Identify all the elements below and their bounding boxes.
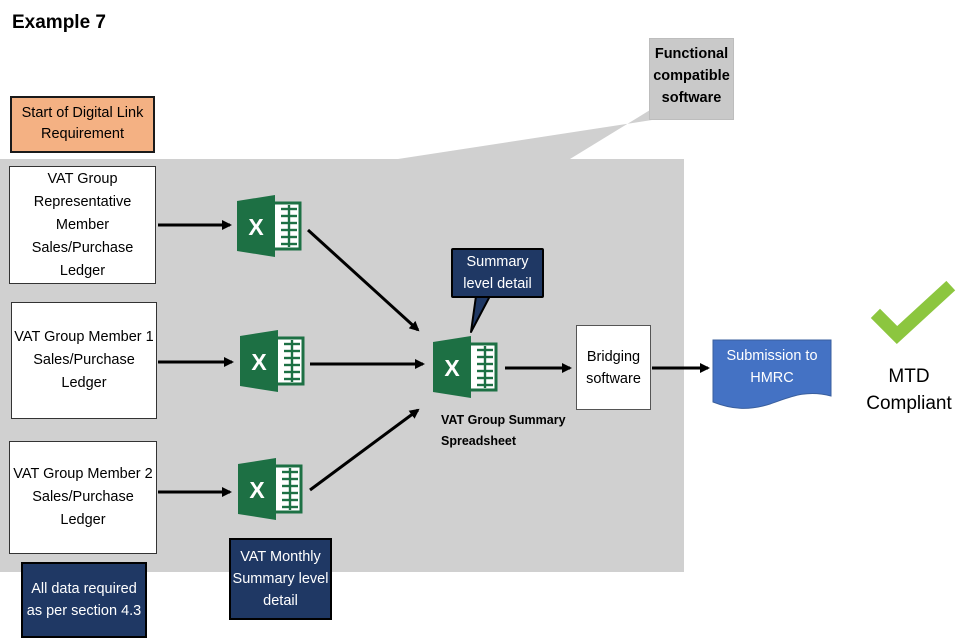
submission-line: HMRC <box>750 370 794 386</box>
ledger-line: Ledger <box>61 375 107 391</box>
callout-pointer <box>398 110 652 159</box>
submission-line: Submission to <box>726 348 818 364</box>
callout-line: Functional <box>654 46 729 62</box>
summary-callout-line: level detail <box>463 276 532 292</box>
vat-monthly-line: Summary level <box>232 571 329 587</box>
excel-icon <box>238 328 305 394</box>
vat-monthly-line: VAT Monthly <box>240 549 321 565</box>
functional-software-callout: Functional compatible software <box>649 38 734 120</box>
start-line: Requirement <box>40 126 124 142</box>
callout-line: compatible <box>653 68 730 84</box>
summary-callout-line: Summary <box>466 254 529 270</box>
ledger-line: VAT Group Member 1 <box>14 329 154 345</box>
summary-level-callout: Summary level detail <box>451 248 544 298</box>
all-data-required-box: All data required as per section 4.3 <box>21 562 147 638</box>
arrow-excel3-to-summary <box>309 408 420 492</box>
bridging-line: software <box>586 370 641 387</box>
bridging-software-box: Bridging software <box>576 325 651 410</box>
page-title: Example 7 <box>12 12 106 33</box>
summary-caption-line: VAT Group Summary <box>441 413 566 427</box>
excel-icon <box>431 334 498 400</box>
summary-spreadsheet-label: VAT Group Summary Spreadsheet <box>441 410 571 452</box>
mtd-compliant-label: MTD Compliant <box>864 363 954 417</box>
ledger-line: Sales/Purchase <box>31 239 134 256</box>
all-data-line: All data required <box>31 581 137 597</box>
submission-label: Submission to HMRC <box>713 345 831 389</box>
excel-icon <box>235 193 302 259</box>
submission-shape <box>712 339 832 409</box>
bridging-line: Bridging <box>586 348 641 365</box>
mtd-line: Compliant <box>866 393 952 414</box>
checkmark-icon <box>870 280 956 345</box>
all-data-line: as per section 4.3 <box>26 603 142 619</box>
ledger-line: Ledger <box>59 262 106 279</box>
ledger-member-1: VAT Group Member 1 Sales/Purchase Ledger <box>11 302 157 419</box>
ledger-representative: VAT Group Representative Member Sales/Pu… <box>9 166 156 284</box>
arrow-excel1-to-summary <box>306 228 420 332</box>
excel-icon <box>236 456 303 522</box>
summary-caption-line: Spreadsheet <box>441 434 517 448</box>
ledger-line: Sales/Purchase Ledger <box>32 489 134 528</box>
ledger-line: Member <box>55 216 110 233</box>
ledger-line: Representative <box>33 193 132 210</box>
vat-monthly-line: detail <box>263 593 298 609</box>
start-line: Start of Digital Link <box>21 105 144 121</box>
callout-line: software <box>661 90 722 106</box>
vat-monthly-summary-box: VAT Monthly Summary level detail <box>229 538 332 620</box>
summary-callout-pointer <box>470 295 491 333</box>
ledger-line: VAT Group Member 2 <box>13 466 153 482</box>
ledger-member-2: VAT Group Member 2 Sales/Purchase Ledger <box>9 441 157 554</box>
digital-link-start-box: Start of Digital Link Requirement <box>10 96 155 153</box>
ledger-line: VAT Group <box>47 170 118 187</box>
mtd-line: MTD <box>888 366 930 387</box>
ledger-line: Sales/Purchase <box>33 352 135 368</box>
